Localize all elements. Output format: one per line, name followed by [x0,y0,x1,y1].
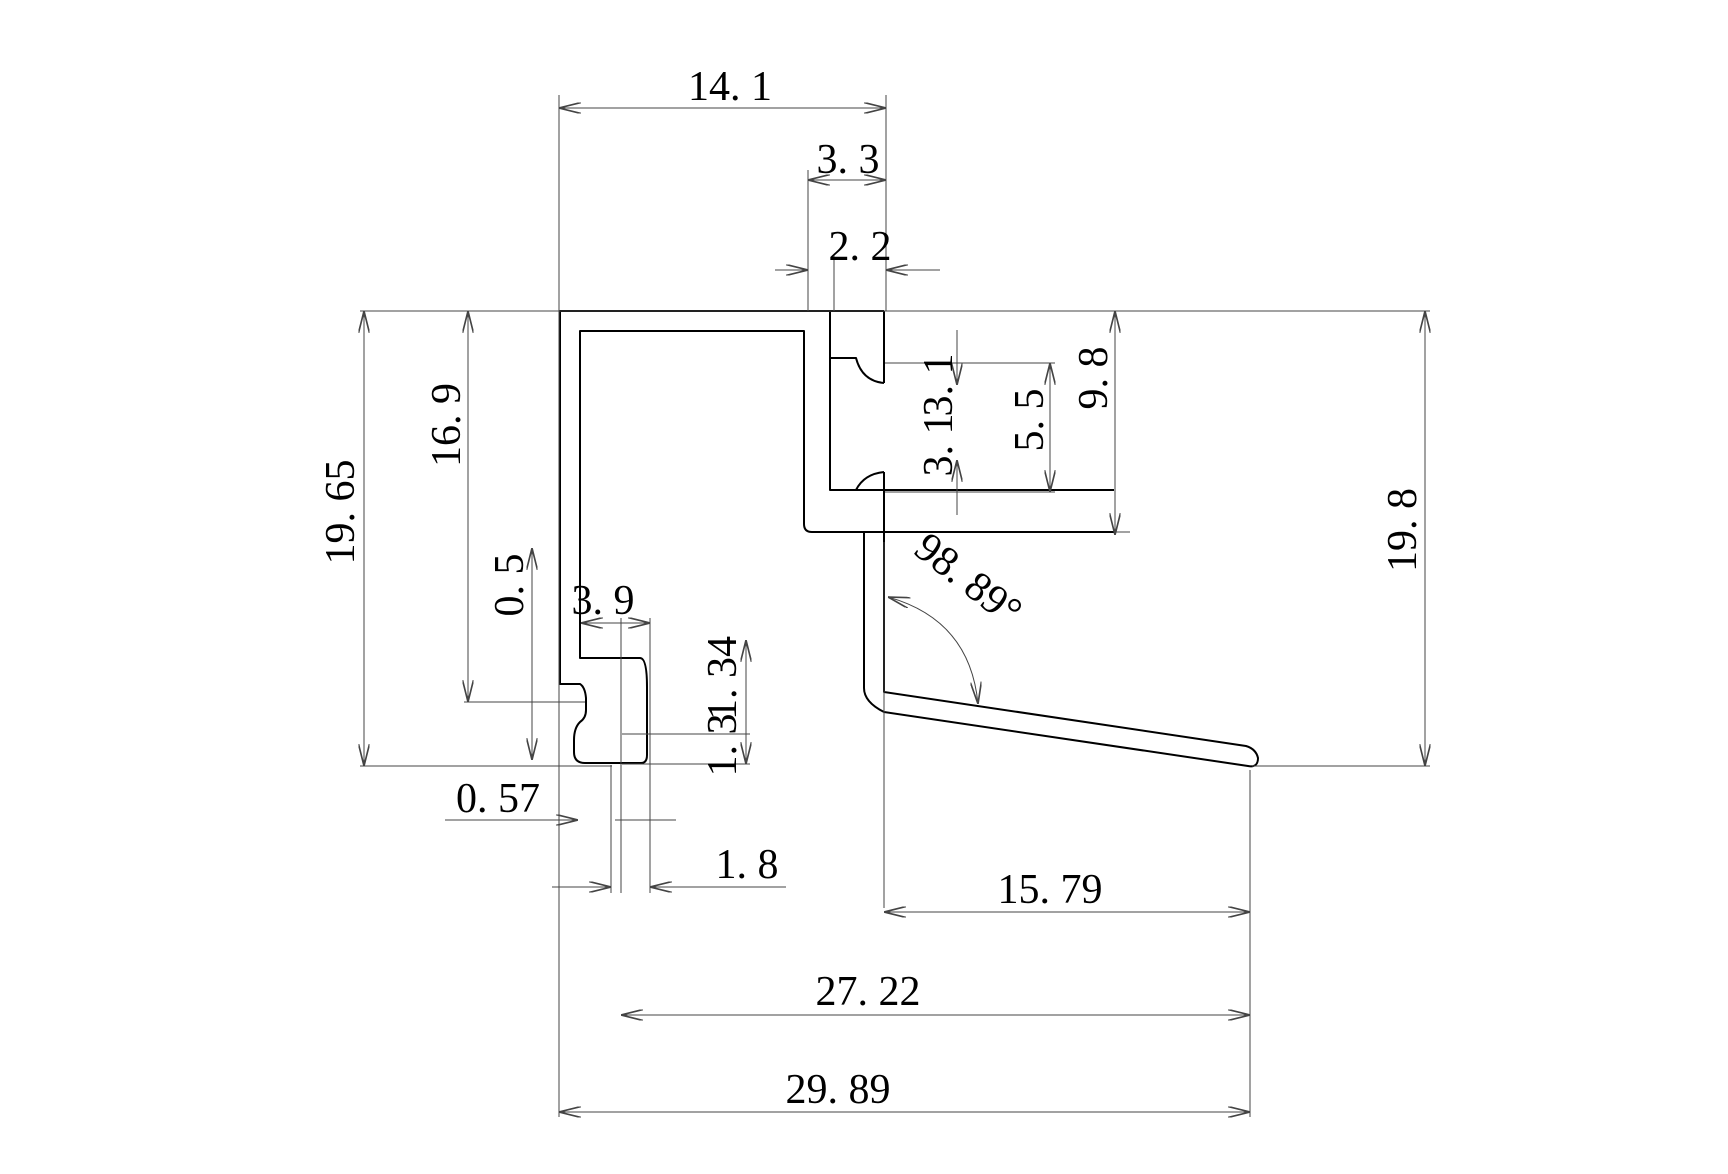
label-hook-width: 3. 9 [572,578,635,624]
label-slot-top: 3. 1 [916,354,962,417]
label-arm-length: 15. 79 [998,867,1103,913]
label-top-width: 14. 1 [688,64,772,110]
label-height-inner: 16. 9 [424,383,470,467]
label-flange: 1. 8 [716,842,779,888]
label-box-height: 9. 8 [1071,347,1117,410]
extension-lines [360,95,1430,1117]
label-inner-width: 27. 22 [816,969,921,1015]
label-angle: 98. 89° [906,524,1030,635]
label-lip-thick: 0. 57 [456,776,540,822]
label-gap: 0. 5 [487,554,533,617]
label-hook-thick: 1. 3 [700,714,746,777]
profile-arm [860,531,1259,768]
label-hook-gap: 1. 34 [700,636,746,720]
dimension-labels: 14. 1 3. 3 2. 2 29. 89 27. 22 15. 79 0. … [318,64,1426,1113]
dim-arc-angle [888,597,978,704]
label-slot-height: 5. 5 [1007,389,1053,452]
label-height-right: 19. 8 [1380,488,1426,572]
profile-outline [559,310,1259,768]
label-height-left: 19. 65 [318,460,364,565]
label-slot-inner: 2. 2 [829,224,892,270]
dimension-lines [364,108,1425,1112]
profile-slot [829,310,1114,535]
label-slot-bottom: 3. 1 [916,414,962,477]
label-total-width: 29. 89 [786,1067,891,1113]
label-slot-outer: 3. 3 [817,137,880,183]
profile-outer-contour [559,310,884,764]
